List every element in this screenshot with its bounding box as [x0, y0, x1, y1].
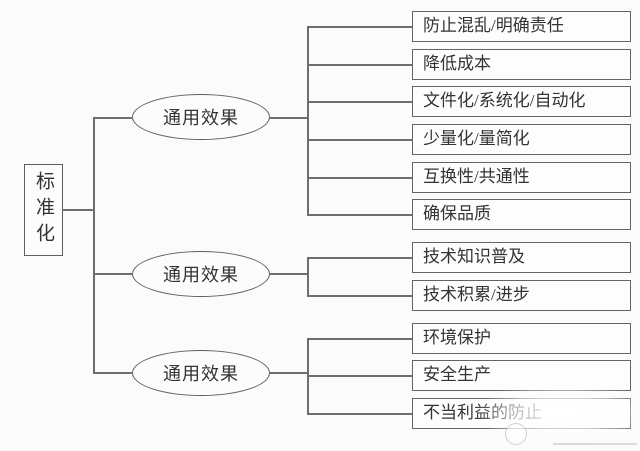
- leaf-box: 降低成本: [412, 49, 631, 80]
- leaf-box: 少量化/量简化: [412, 124, 631, 155]
- connector-branch1-to-riser: [270, 117, 307, 119]
- root-node-label: 标准化: [33, 171, 54, 249]
- leaf-box: 防止混乱/明确责任: [412, 11, 631, 42]
- branch-oval-1: 通用效果: [132, 94, 270, 140]
- branch-oval-2-label: 通用效果: [163, 265, 239, 285]
- connector-trunk-to-branch-1: [93, 117, 132, 119]
- connector-stub-3-3: [307, 413, 412, 415]
- connector-branch3-to-riser: [269, 372, 307, 374]
- branch-oval-3: 通用效果: [132, 350, 270, 396]
- leaf-box: 技术积累/进步: [412, 280, 631, 311]
- connector-riser-2: [307, 257, 309, 297]
- connector-stub-1-4: [307, 139, 412, 141]
- root-node: 标准化: [24, 164, 63, 256]
- leaf-box: 文件化/系统化/自动化: [412, 86, 631, 117]
- connector-root-to-trunk: [62, 209, 93, 211]
- leaf-box: 不当利益的防止: [412, 398, 631, 429]
- branch-oval-2: 通用效果: [132, 251, 270, 297]
- leaf-box: 互换性/共通性: [412, 162, 631, 193]
- leaf-box: 确保品质: [412, 199, 631, 230]
- connector-trunk-to-branch-3: [93, 372, 132, 374]
- connector-stub-3-2: [307, 375, 412, 377]
- branch-oval-1-label: 通用效果: [163, 108, 239, 128]
- connector-stub-1-1: [307, 26, 412, 28]
- leaf-box: 安全生产: [412, 360, 631, 391]
- leaf-box: 环境保护: [412, 323, 631, 354]
- leaf-box: 技术知识普及: [412, 242, 631, 273]
- connector-stub-1-6: [307, 214, 412, 216]
- connector-stub-1-5: [307, 177, 412, 179]
- connector-trunk-to-branch-2: [93, 273, 132, 275]
- connector-stub-2-2: [307, 295, 412, 297]
- connector-stub-1-3: [307, 101, 412, 103]
- connector-stub-1-2: [307, 64, 412, 66]
- connector-stub-2-1: [307, 257, 412, 259]
- branch-oval-3-label: 通用效果: [163, 364, 239, 384]
- connector-trunk-vertical: [93, 117, 95, 374]
- connector-branch2-to-riser: [270, 273, 307, 275]
- connector-stub-3-1: [307, 338, 412, 340]
- watermark-streak: [553, 443, 637, 445]
- connector-riser-1: [307, 26, 309, 216]
